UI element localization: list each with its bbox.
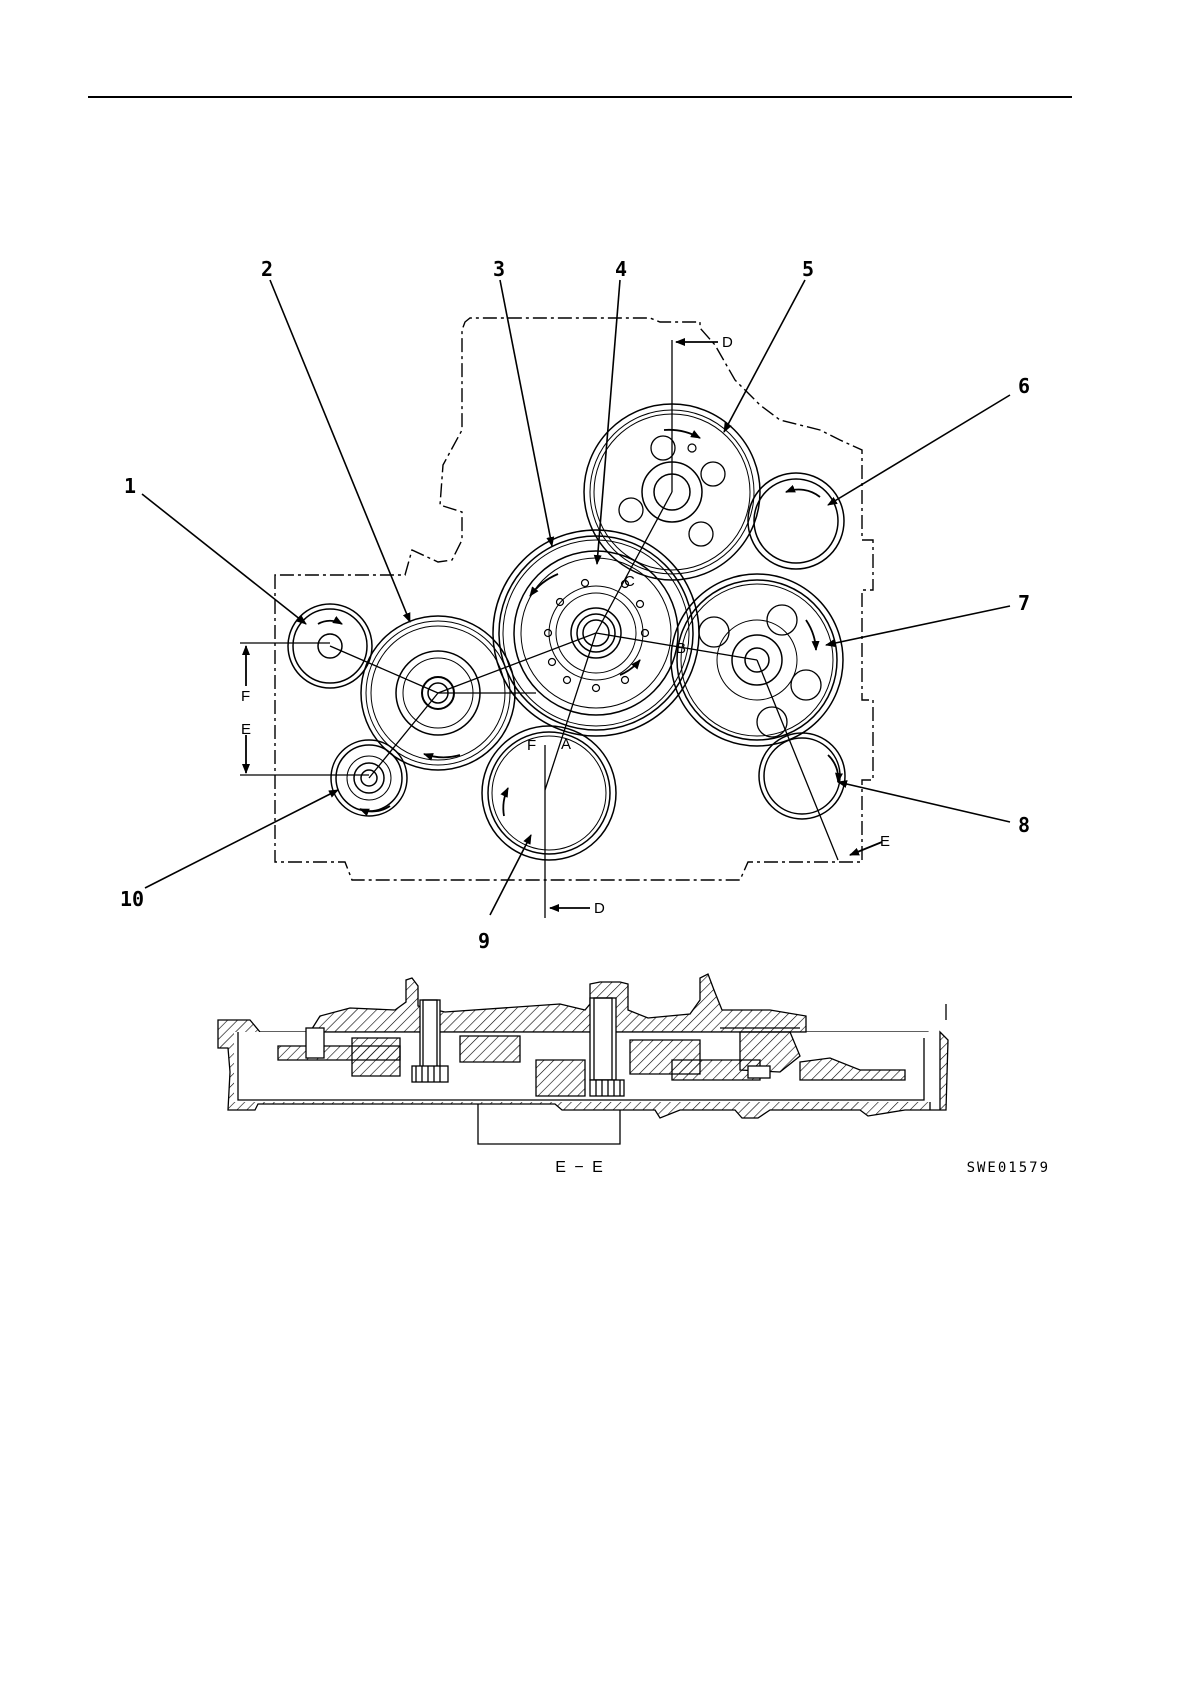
- callout-7: 7: [1018, 591, 1030, 615]
- leader-lines: [142, 280, 1010, 915]
- gear-6: [748, 473, 844, 569]
- callout-3: 3: [493, 257, 505, 281]
- callout-1: 1: [124, 474, 136, 498]
- section-mark-e-right: E: [880, 833, 890, 850]
- section-mark-f-lower: F: [527, 737, 536, 754]
- figure-code: SWE01579: [967, 1160, 1050, 1176]
- callout-6: 6: [1018, 374, 1030, 398]
- gear-8: [759, 733, 845, 819]
- section-caption: E − E: [555, 1159, 605, 1176]
- callout-4: 4: [615, 257, 627, 281]
- callout-9: 9: [478, 929, 490, 953]
- section-mark-d-bottom: D: [594, 900, 605, 917]
- callout-8: 8: [1018, 813, 1030, 837]
- section-mark-c: C: [624, 573, 635, 590]
- callout-10: 10: [120, 887, 144, 911]
- section-mark-a: A: [561, 736, 571, 753]
- gear-9: [482, 726, 616, 860]
- section-mark-b: B: [676, 640, 686, 657]
- callout-2: 2: [261, 257, 273, 281]
- section-mark-d-top: D: [722, 334, 733, 351]
- section-arrows: [246, 342, 882, 908]
- section-mark-e-left: E: [241, 721, 251, 738]
- callout-5: 5: [802, 257, 814, 281]
- section-mark-f-upper: F: [241, 688, 250, 705]
- section-view-e-e: [218, 974, 948, 1144]
